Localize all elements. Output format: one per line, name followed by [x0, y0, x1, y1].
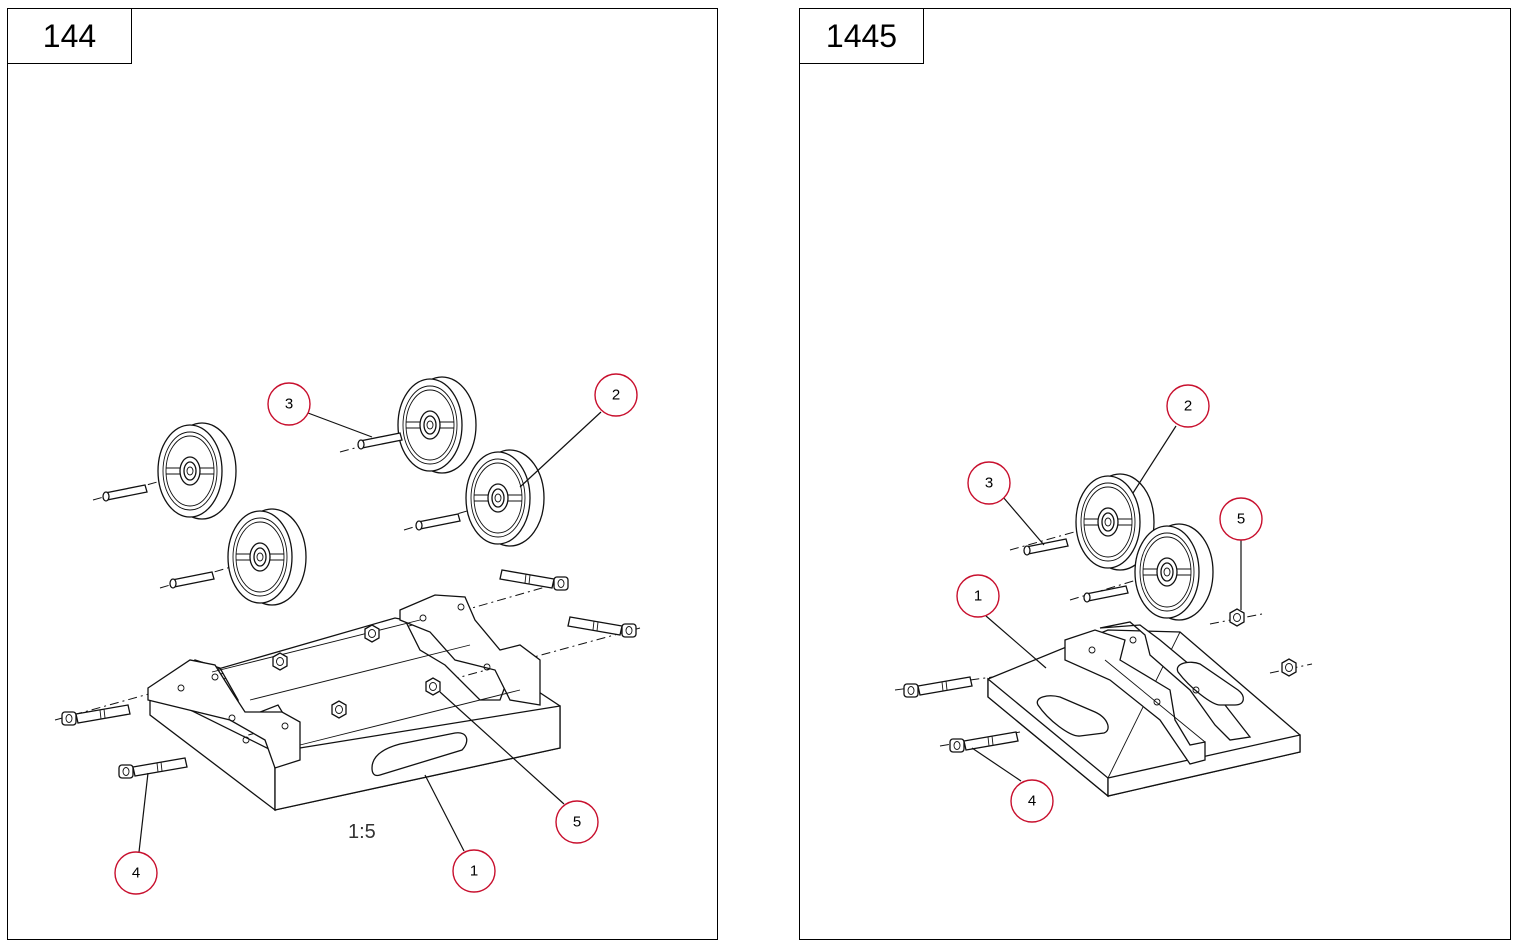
svg-text:2: 2: [612, 387, 620, 404]
callout-1: 1: [452, 849, 496, 893]
svg-text:4: 4: [1028, 793, 1036, 810]
callout-5: 5: [555, 800, 599, 844]
svg-text:5: 5: [573, 814, 581, 831]
drawing-scale: 1:5: [348, 821, 376, 843]
callout-1: 1: [956, 574, 1000, 618]
svg-text:5: 5: [1237, 511, 1245, 528]
svg-text:3: 3: [985, 475, 993, 492]
callout-2: 2: [594, 373, 638, 417]
callout-3: 3: [967, 461, 1011, 505]
svg-text:2: 2: [1184, 398, 1192, 415]
callout-5: 5: [1219, 497, 1263, 541]
left-assembly: [54, 376, 641, 812]
svg-text:1: 1: [974, 588, 982, 605]
svg-text:4: 4: [132, 865, 140, 882]
sheet-number-box: 1445: [799, 8, 924, 64]
svg-text:3: 3: [285, 396, 293, 413]
callout-4: 4: [114, 851, 158, 895]
callout-4: 4: [1010, 779, 1054, 823]
right-assembly: [894, 473, 1313, 798]
handle-slot: [371, 732, 468, 777]
plate-slot: [1036, 695, 1109, 737]
svg-text:1: 1: [470, 863, 478, 880]
callout-3: 3: [267, 382, 311, 426]
callout-2: 2: [1166, 384, 1210, 428]
sheet-number-box: 144: [7, 8, 132, 64]
